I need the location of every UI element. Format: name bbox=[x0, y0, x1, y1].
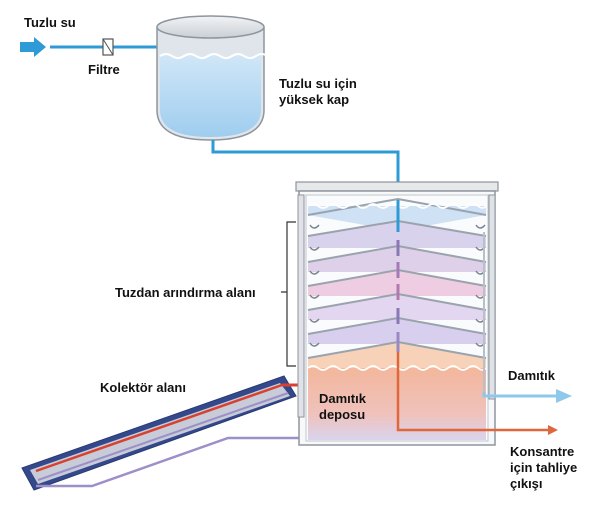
desalination-bracket bbox=[281, 221, 296, 367]
label-salt-water: Tuzlu su bbox=[24, 15, 76, 30]
label-storage-line2: deposu bbox=[319, 407, 366, 422]
label-drain-line2: için tahliye bbox=[510, 460, 578, 475]
label-collector-area: Kolektör alanı bbox=[100, 380, 186, 395]
solar-collector bbox=[21, 375, 297, 491]
concentrate-arrow-icon bbox=[548, 425, 558, 435]
distillate-arrow-icon bbox=[556, 389, 572, 403]
return-pipe bbox=[36, 436, 358, 488]
label-distillate: Damıtık bbox=[508, 368, 555, 383]
label-drain-line1: Konsantre bbox=[510, 444, 575, 459]
filter-icon bbox=[102, 38, 114, 56]
label-drain-line3: çıkışı bbox=[510, 476, 543, 491]
feed-pipe bbox=[211, 140, 400, 200]
distillate-pipe bbox=[482, 392, 556, 398]
elevated-tank bbox=[156, 15, 268, 141]
label-desalination-area: Tuzdan arındırma alanı bbox=[115, 285, 256, 300]
label-filter: Filtre bbox=[88, 62, 120, 77]
label-tank-line2: yüksek kap bbox=[279, 92, 350, 107]
salt-water-inlet bbox=[20, 37, 172, 57]
label-storage-line1: Damıtık bbox=[319, 391, 366, 406]
label-tank-line1: Tuzlu su için bbox=[279, 76, 357, 91]
concentrate-pipe bbox=[396, 352, 548, 432]
inflow-arrow-icon bbox=[20, 37, 46, 57]
